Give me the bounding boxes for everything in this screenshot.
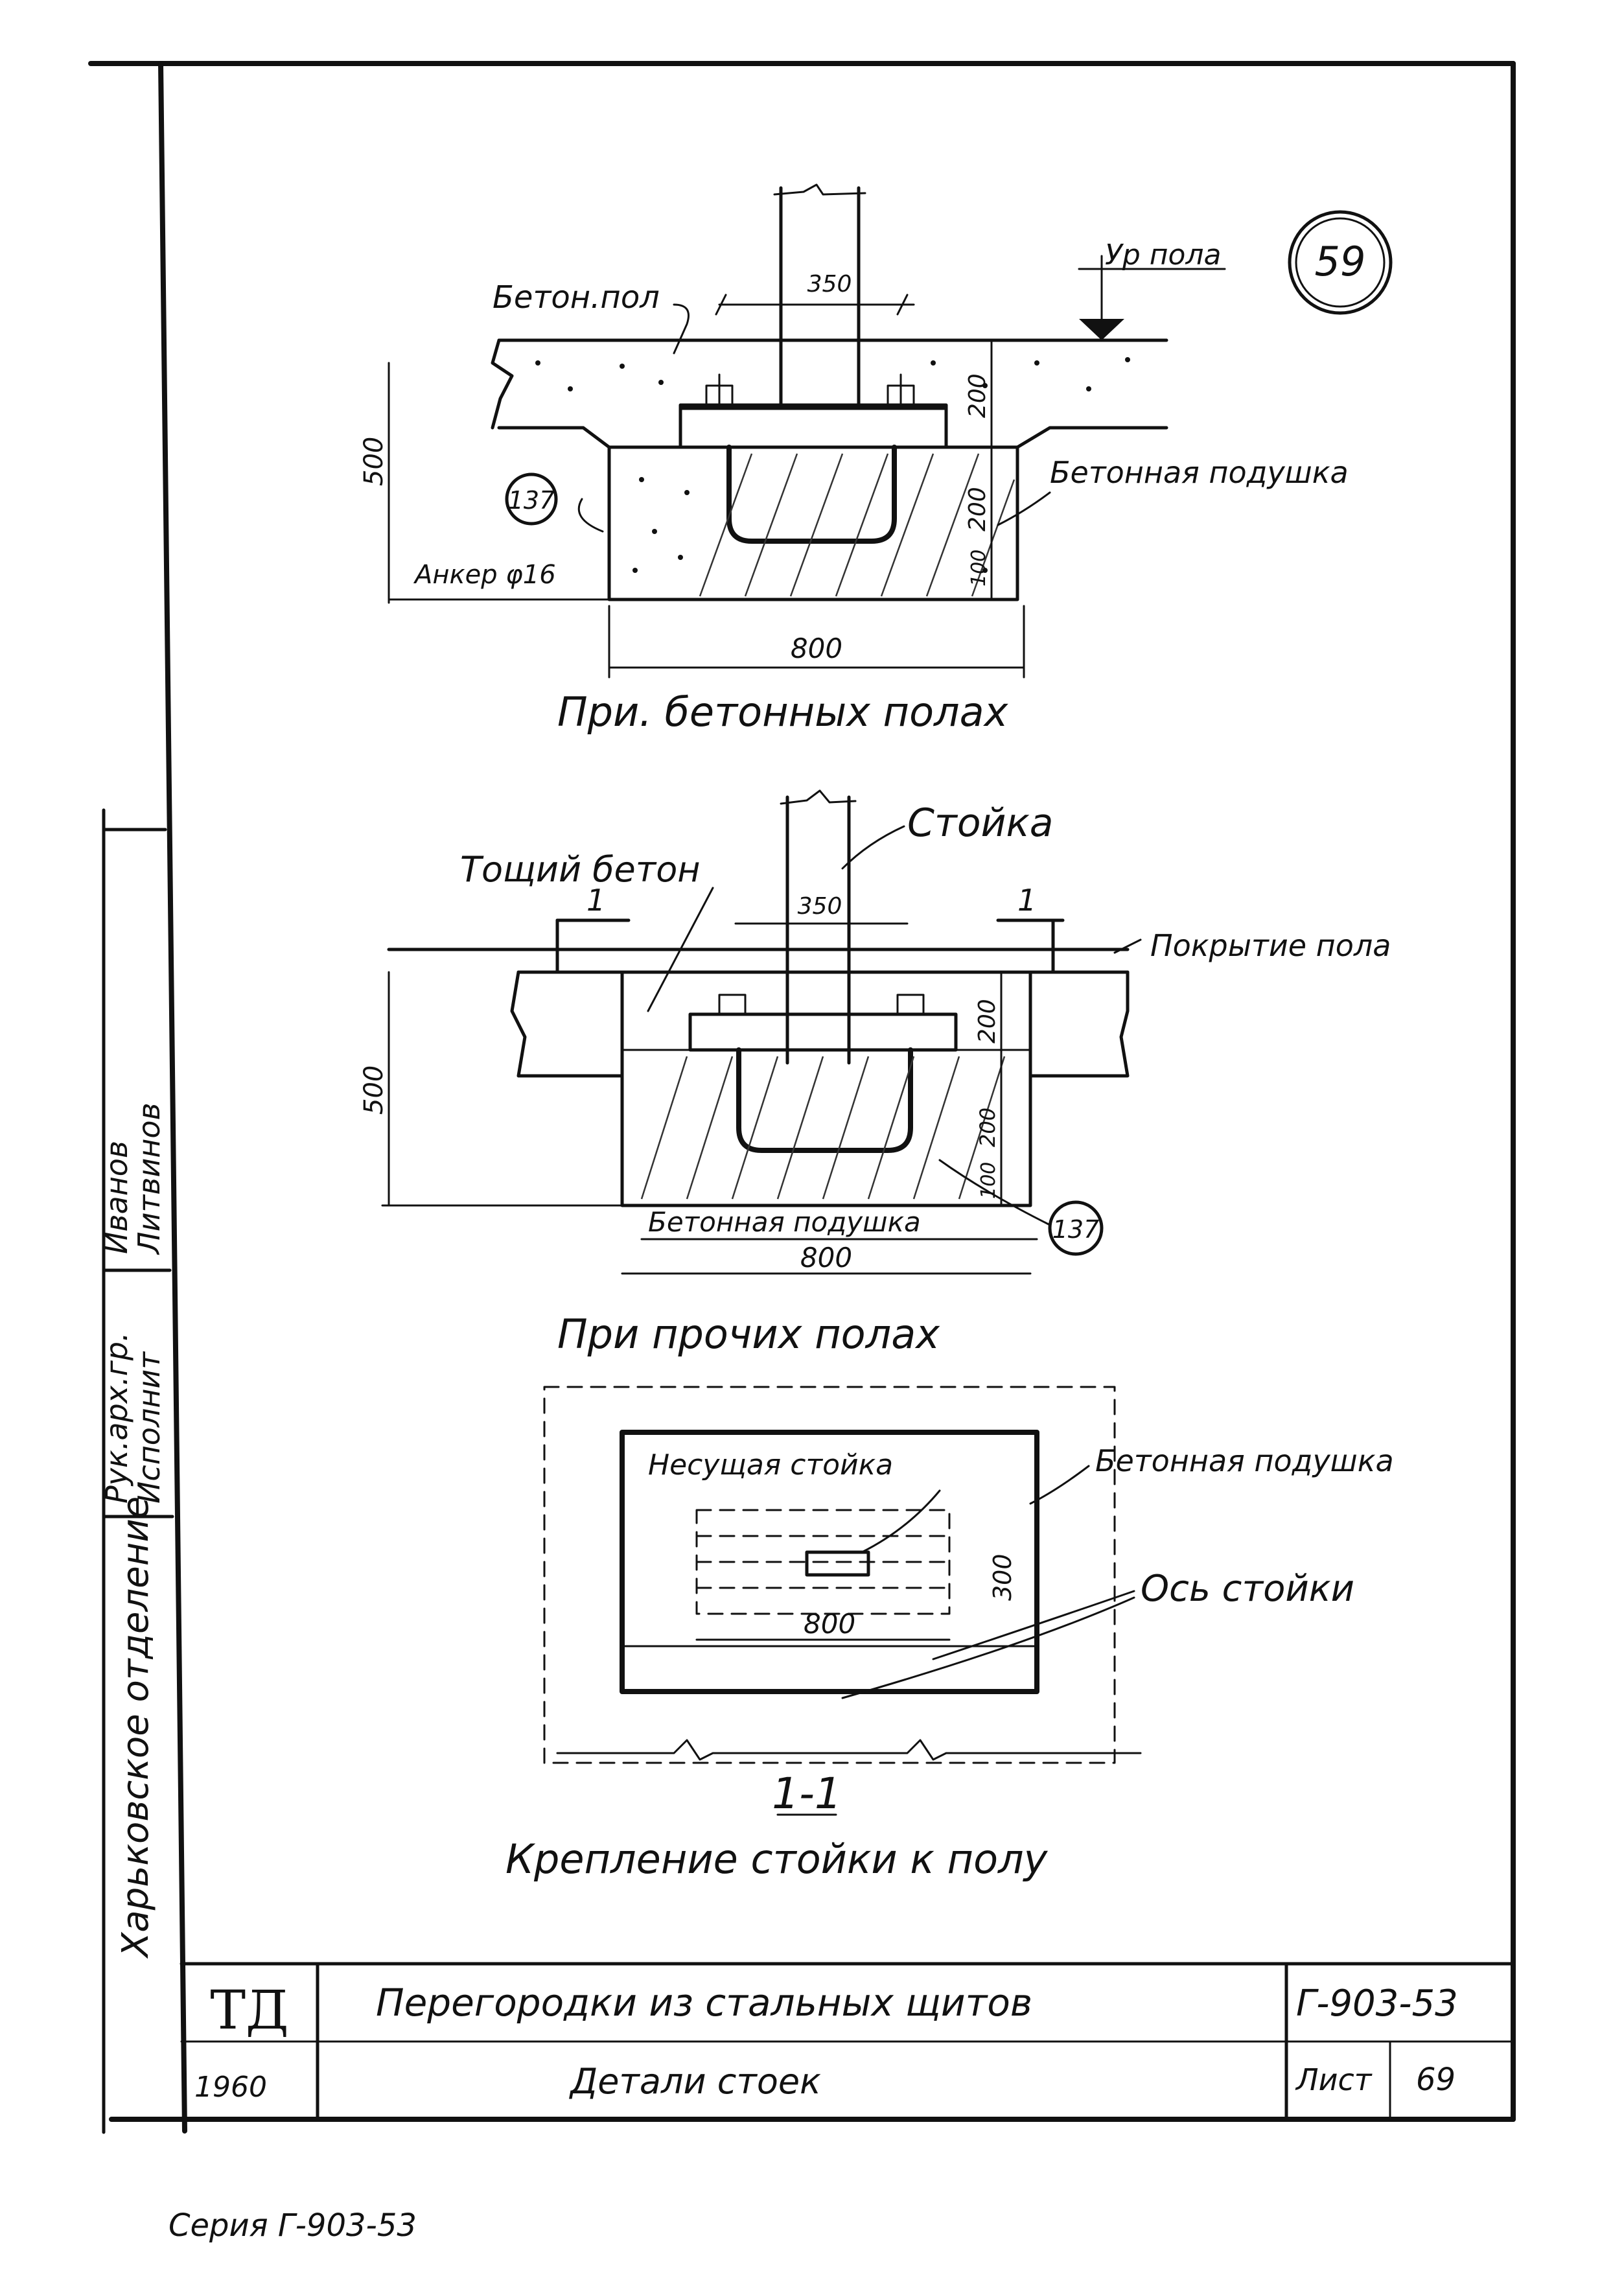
dim-800-c: 800 [804,1608,855,1640]
anchor-label: Анкер φ16 [413,560,556,590]
pad-label-b: Бетонная подушка [648,1206,921,1238]
section-mark-left: 1 [586,883,605,918]
post-axis-label: Ось стойки [1141,1568,1354,1610]
post-label: Стойка [907,800,1054,846]
dim-500-a: 500 [359,437,389,486]
side-stamp-role1: Рук.арх.гр. [99,1332,134,1504]
series-caption: Серия Г-903-53 [168,2207,417,2244]
dim-500-b: 500 [359,1065,389,1115]
lean-concrete-label: Тощий бетон [460,849,701,890]
dim-200-b-top: 200 [974,999,1001,1043]
pad-label-a: Бетонная подушка [1050,455,1349,490]
logo-td: ТД [210,1980,288,2042]
dim-350-a: 350 [807,271,852,297]
dim-200-a-mid: 200 [964,487,991,531]
side-stamp-name1: Иванов [99,1141,134,1254]
dim-200-b-mid: 200 [975,1108,1000,1147]
sheet-number-circle: 59 [1288,210,1393,315]
section-mark-right: 1 [1017,883,1036,918]
detail-other-floors: 1 1 Стойка Тощий бетон Покрытие пола 350… [359,789,1391,1358]
bearing-post-label: Несущая стойка [648,1449,893,1482]
side-stamp-role2: Исполнит [132,1351,167,1504]
drawing-title: Перегородки из стальных щитов [376,1981,1032,2025]
year: 1960 [194,2071,267,2104]
dim-800-a: 800 [791,633,842,664]
detail-concrete-floors: Ур пола Бетон.пол Бетонная подушка 137 А… [359,183,1349,736]
side-stamp: Харьковское отделение Рук.арх.гр. Исполн… [99,828,174,1959]
ref-137-a: 137 [508,486,555,515]
caption-post-fixing: Крепление стойки к полу [505,1835,1049,1883]
ref-137-b: 137 [1052,1215,1100,1244]
side-stamp-dept: Харьковское отделение [115,1496,157,1959]
detail-section-1-1: Несущая стойка Бетонная подушка Ось стой… [505,1386,1394,1883]
floor-level-label: Ур пола [1105,239,1222,272]
dim-100-a: 100 [968,550,990,587]
title-block: ТД 1960 Перегородки из стальных щитов Де… [180,1962,1515,2121]
dim-200-a-top: 200 [964,373,991,418]
dim-300-c: 300 [988,1553,1017,1601]
pad-label-c: Бетонная подушка [1095,1443,1394,1478]
concrete-floor-label: Бетон.пол [493,279,660,316]
caption-other-floors: При прочих полах [557,1310,940,1358]
drawing-subtitle: Детали стоек [569,2061,821,2102]
side-stamp-name2: Литвинов [132,1102,167,1255]
caption-concrete-floors: При. бетонных полах [557,688,1009,736]
sheet-number: 69 [1416,2062,1456,2098]
dim-350-b: 350 [798,893,842,920]
section-title: 1-1 [772,1769,842,1819]
floor-covering-label: Покрытие пола [1150,928,1391,963]
sheet-label: Лист [1295,2062,1373,2097]
sheet-frame [88,61,1516,2134]
drawing-code: Г-903-53 [1296,1983,1458,2025]
circle-number: 59 [1315,238,1366,285]
dim-800-b: 800 [800,1242,852,1274]
dim-100-b: 100 [977,1162,1000,1199]
